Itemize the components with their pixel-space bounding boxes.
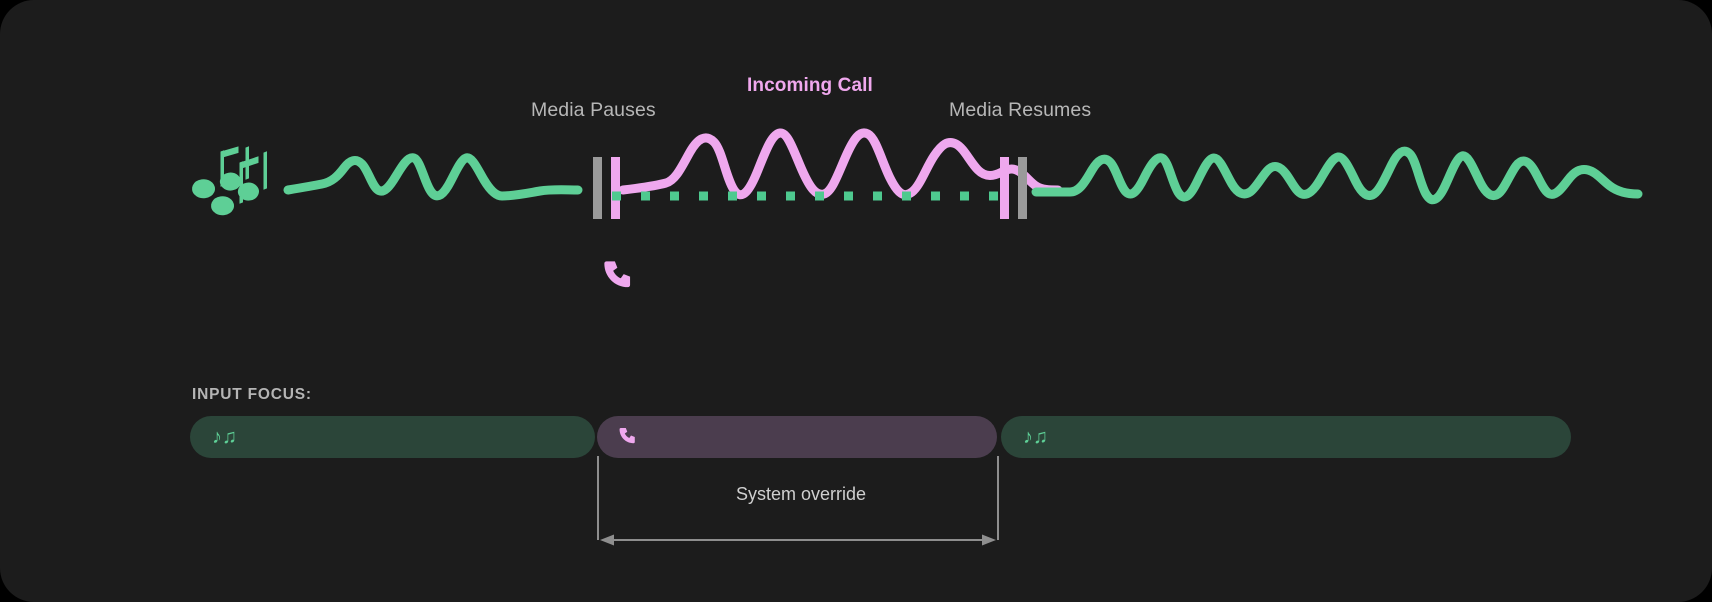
call-waveform — [618, 128, 1063, 200]
pause-marker-right-pink — [1000, 157, 1009, 219]
pause-marker-left-gray — [593, 157, 602, 219]
focus-segment-media-after[interactable]: ♪♫ — [1001, 416, 1571, 458]
pause-marker-left-pink — [611, 157, 620, 219]
music-notes-icon: ♪♫ — [212, 426, 237, 448]
system-override-annotation: System override — [0, 412, 1712, 556]
focus-segment-media-before[interactable]: ♪♫ — [190, 416, 595, 458]
override-arrow-head-right — [982, 534, 996, 546]
music-notes-icon: ♪♫ — [1023, 426, 1048, 448]
override-label-wrap: System override — [0, 484, 1712, 505]
override-arrow-head-left — [600, 534, 614, 546]
phone-icon — [619, 428, 635, 444]
music-notes-icon — [192, 146, 267, 216]
label-media-pauses: Media Pauses — [531, 99, 656, 121]
phone-icon — [604, 261, 631, 288]
input-focus-title: INPUT FOCUS: — [192, 386, 312, 403]
label-incoming-call: Incoming Call — [747, 75, 873, 96]
focus-segment-bars: ♪♫ ♪♫ — [0, 416, 1712, 460]
timeline-svg — [192, 128, 1643, 288]
timeline-visualization: Media Pauses Incoming Call Media Resumes — [192, 75, 1643, 288]
system-override-label: System override — [735, 484, 867, 504]
input-focus-section: INPUT FOCUS: ♪♫ ♪♫ — [0, 330, 1712, 602]
override-bracket-svg — [597, 412, 999, 546]
media-waveform-left — [283, 153, 583, 201]
focus-segment-call-override[interactable] — [597, 416, 997, 458]
pause-marker-right-gray — [1018, 157, 1027, 219]
media-waveform-right — [1031, 146, 1643, 205]
label-media-resumes: Media Resumes — [949, 99, 1092, 121]
